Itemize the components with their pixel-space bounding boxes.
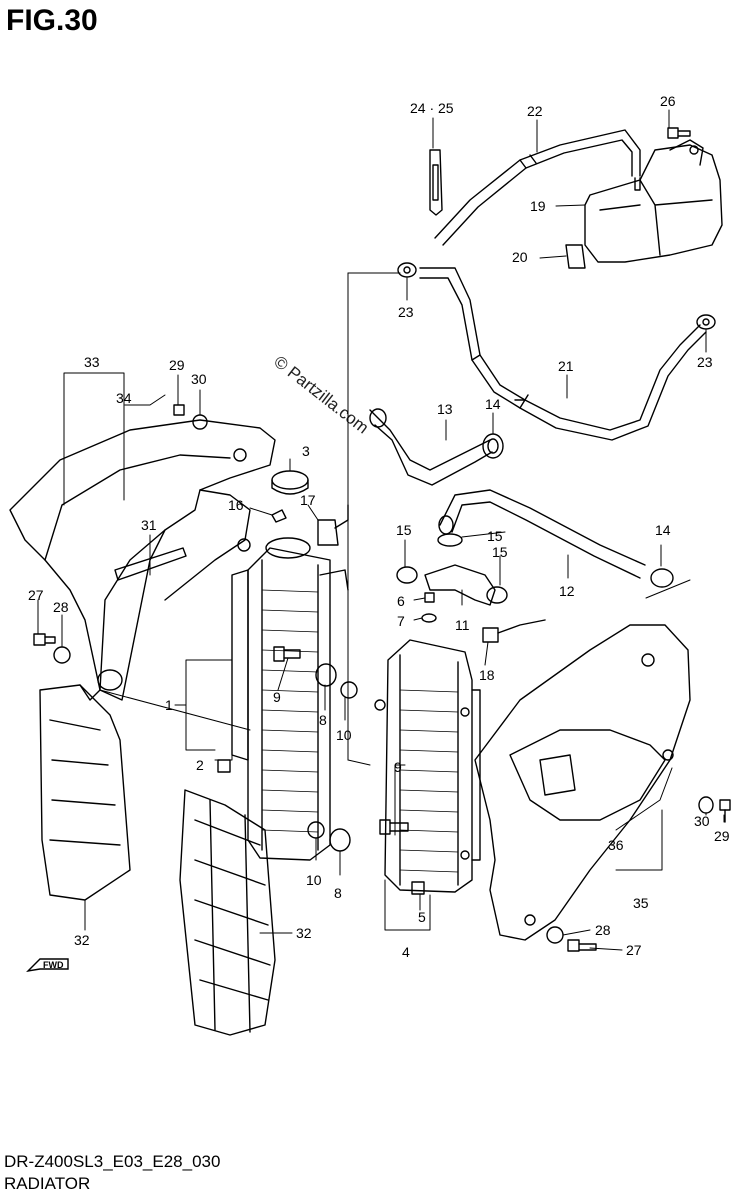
fwd-arrow-icon: FWD [25, 955, 70, 977]
clip-20 [565, 244, 586, 269]
bolt-9-right [379, 819, 409, 835]
bolt-29-right [719, 799, 731, 823]
clamp-15 [396, 533, 508, 604]
reservoir-hose-22 [434, 129, 641, 246]
label-23a: 23 [398, 304, 414, 320]
label-27b: 27 [626, 942, 642, 958]
bolt-16 [271, 509, 287, 523]
washer-30-left [192, 414, 208, 430]
label-3: 3 [302, 443, 310, 459]
label-19: 19 [530, 198, 546, 214]
label-27a: 27 [28, 587, 44, 603]
label-28b: 28 [595, 922, 611, 938]
label-5: 5 [418, 909, 426, 925]
bolt-2 [217, 759, 231, 773]
label-1: 1 [165, 697, 173, 713]
label-32b: 32 [296, 925, 312, 941]
collar-8-left [315, 663, 351, 852]
label-15a: 15 [396, 522, 412, 538]
hose-bracket-24-25 [429, 149, 443, 216]
fan-switch-17 [317, 504, 349, 546]
label-10a: 10 [336, 727, 352, 743]
hose-11 [424, 564, 496, 606]
label-29b: 29 [714, 828, 730, 844]
radiator-shroud-left [9, 419, 276, 701]
label-28a: 28 [53, 599, 69, 615]
label-15c: 15 [492, 544, 508, 560]
label-8a: 8 [319, 712, 327, 728]
label-21: 21 [558, 358, 574, 374]
clamp-23-right [696, 314, 716, 330]
label-11: 11 [455, 617, 470, 633]
bolt-27-left [33, 633, 56, 646]
label-30b: 30 [694, 813, 710, 829]
label-35: 35 [633, 895, 649, 911]
bolt-6-washer-7 [421, 592, 437, 623]
label-9b: 9 [394, 759, 402, 775]
radiator-shroud-right [474, 624, 691, 941]
label-15b: 15 [487, 528, 503, 544]
label-7: 7 [397, 613, 405, 629]
hose-12 [438, 489, 646, 579]
washer-28-left [53, 646, 71, 664]
reservoir-tank [584, 139, 723, 263]
radiator-left [231, 537, 349, 861]
label-22: 22 [527, 103, 543, 119]
bolt-9-left [273, 646, 301, 662]
label-34: 34 [116, 390, 132, 406]
washer-30-right [698, 796, 714, 814]
clamp-14-lower [650, 568, 674, 588]
radiator-right [374, 639, 481, 893]
label-31: 31 [141, 517, 157, 533]
radiator-guard-center [179, 789, 276, 1036]
bolt-5 [411, 881, 425, 895]
clamp-23-top [397, 262, 417, 278]
label-26: 26 [660, 93, 676, 109]
label-30a: 30 [191, 371, 207, 387]
label-17: 17 [300, 492, 316, 508]
label-33: 33 [84, 354, 100, 370]
fig-title: FIG.30 [6, 4, 98, 37]
footer-figure-name: RADIATOR [4, 1174, 91, 1193]
label-2: 2 [196, 757, 204, 773]
bolt-29-left [173, 404, 185, 416]
washer-28-right [546, 926, 564, 944]
label-6: 6 [397, 593, 405, 609]
radiator-guard-left [39, 684, 131, 901]
label-14b: 14 [655, 522, 671, 538]
label-36: 36 [608, 837, 624, 853]
temp-sensor-18 [482, 619, 546, 643]
bolt-26 [667, 127, 691, 139]
label-20: 20 [512, 249, 528, 265]
part-number-labels: 24 · 25 22 26 19 20 23 23 21 13 14 33 29… [28, 93, 730, 960]
radiator-cap-3 [271, 470, 309, 495]
grommet-left [97, 669, 123, 691]
clamp-14-upper [482, 433, 504, 459]
bolt-27-right [567, 939, 597, 952]
label-8b: 8 [334, 885, 342, 901]
fwd-label: FWD [43, 960, 64, 970]
label-32a: 32 [74, 932, 90, 948]
footer-model-code: DR-Z400SL3_E03_E28_030 [4, 1152, 221, 1171]
label-12: 12 [559, 583, 575, 599]
hose-13 [369, 408, 493, 486]
shroud-trim-31 [114, 547, 187, 581]
label-14a: 14 [485, 396, 501, 412]
label-9a: 9 [273, 689, 281, 705]
label-10b: 10 [306, 872, 322, 888]
label-23b: 23 [697, 354, 713, 370]
label-18: 18 [479, 667, 495, 683]
label-16: 16 [228, 497, 244, 513]
label-4: 4 [402, 944, 410, 960]
label-13: 13 [437, 401, 453, 417]
leader-lines [37, 109, 725, 951]
overflow-hose-21 [419, 267, 707, 441]
label-29a: 29 [169, 357, 185, 373]
label-24-25: 24 · 25 [410, 100, 454, 116]
